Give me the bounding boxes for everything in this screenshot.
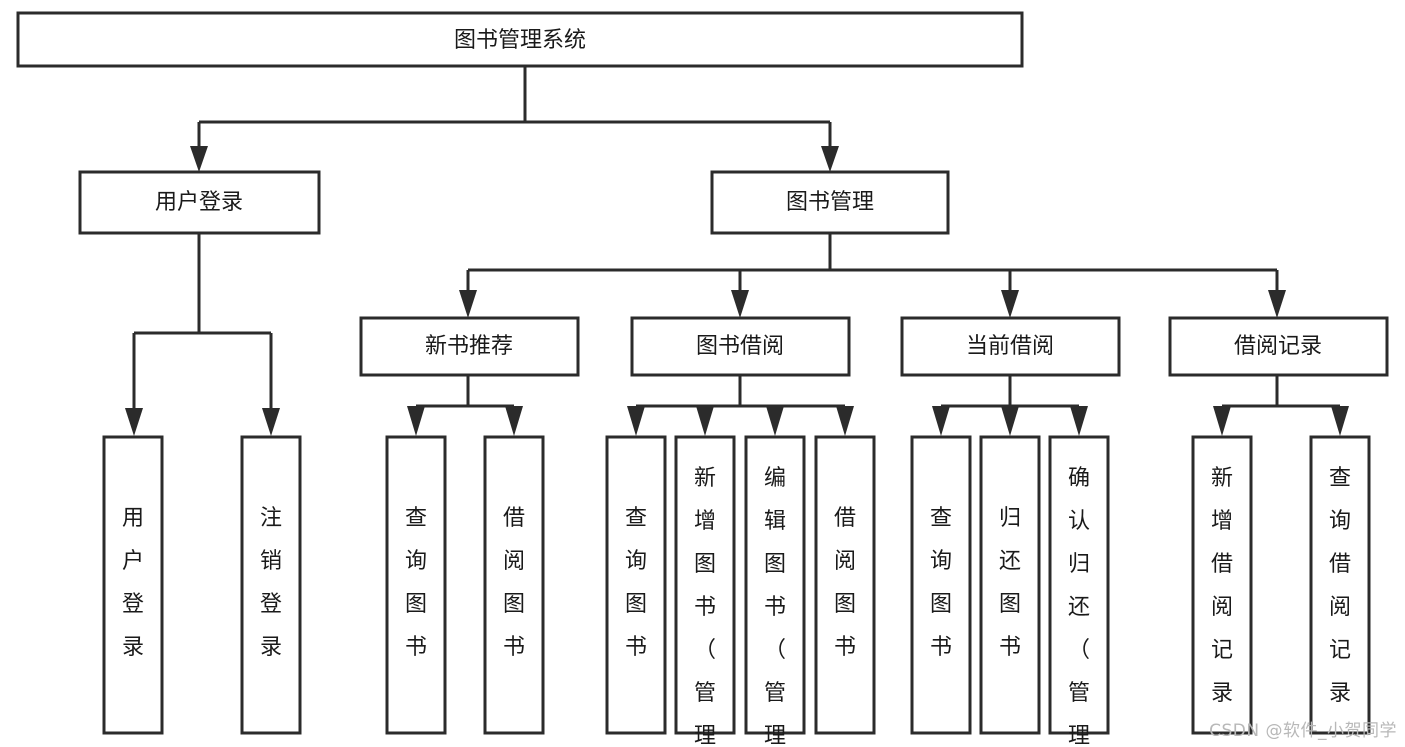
leaf-node-label: 借阅图书 [503,506,525,660]
leaf-node-label: 新增图书（管理员） [694,466,716,747]
node-current-borrow[interactable]: 当前借阅 [900,316,1121,377]
leaf-node-label: 注销登录 [260,506,282,660]
leaf-node[interactable]: 编辑图书（管理员） [744,435,806,747]
leaf-node[interactable]: 查询借阅记录 [1309,435,1371,735]
arrow-head-icon [821,146,839,172]
leaf-node-label: 查询图书 [625,506,647,660]
node-user-login-label: 用户登录 [155,190,243,215]
arrow-head-icon [766,406,784,436]
arrow-head-icon [696,406,714,436]
arrow-head-icon [262,408,280,436]
node-borrow-record[interactable]: 借阅记录 [1168,316,1389,377]
leaf-node-label: 查询图书 [930,506,952,660]
leaf-node[interactable]: 新增借阅记录 [1191,435,1253,735]
node-current-borrow-label: 当前借阅 [966,334,1054,359]
leaf-node[interactable]: 查询图书 [910,435,972,735]
leaf-node-label: 用户登录 [122,506,144,660]
arrow-head-icon [836,406,854,436]
arrow-head-icon [627,406,645,436]
arrow-head-icon [1070,406,1088,436]
leaf-node[interactable]: 借阅图书 [814,435,876,735]
leaf-nodes-group: 用户登录 注销登录 查询图书 借阅图书 查询图书 新增图书（管理员） 编辑图书（管理员） 借阅… [102,435,1371,747]
arrow-head-icon [932,406,950,436]
leaf-node-label: 新增借阅记录 [1211,466,1233,706]
leaf-node-label: 归还图书 [999,506,1021,660]
node-borrow-record-label: 借阅记录 [1234,334,1322,359]
leaf-node[interactable]: 新增图书（管理员） [674,435,736,747]
node-new-book-recommend[interactable]: 新书推荐 [359,316,580,377]
arrow-head-icon [1213,406,1231,436]
arrow-head-icon [1001,406,1019,436]
node-root-book-management-system[interactable]: 图书管理系统 [16,11,1024,68]
arrow-head-icon [1268,290,1286,318]
leaf-node[interactable]: 归还图书 [979,435,1041,735]
node-book-borrow[interactable]: 图书借阅 [630,316,851,377]
arrow-head-icon [1331,406,1349,436]
node-new-book-recommend-label: 新书推荐 [425,334,513,359]
leaf-node[interactable]: 查询图书 [605,435,667,735]
node-root-label: 图书管理系统 [454,28,586,53]
node-book-management[interactable]: 图书管理 [710,170,950,235]
leaf-node-label: 编辑图书（管理员） [764,466,786,747]
leaf-node[interactable]: 用户登录 [102,435,164,735]
edges-group [125,67,1349,436]
leaf-node[interactable]: 注销登录 [240,435,302,735]
node-book-management-label: 图书管理 [786,190,874,215]
node-user-login[interactable]: 用户登录 [78,170,321,235]
arrow-head-icon [731,290,749,318]
leaf-node-label: 确认归还（管理员） [1068,466,1090,747]
leaf-node-label: 借阅图书 [834,506,856,660]
node-book-borrow-label: 图书借阅 [696,334,784,359]
leaf-node-label: 查询借阅记录 [1329,466,1351,706]
arrow-head-icon [1001,290,1019,318]
arrow-head-icon [190,146,208,172]
leaf-node[interactable]: 借阅图书 [483,435,545,735]
csdn-watermark: CSDN @软件_小贺同学 [1209,721,1397,741]
leaf-node-label: 查询图书 [405,506,427,660]
arrow-head-icon [407,406,425,436]
leaf-node[interactable]: 查询图书 [385,435,447,735]
arrow-head-icon [125,408,143,436]
arrow-head-icon [459,290,477,318]
arrow-head-icon [505,406,523,436]
leaf-node[interactable]: 确认归还（管理员） [1048,435,1110,747]
